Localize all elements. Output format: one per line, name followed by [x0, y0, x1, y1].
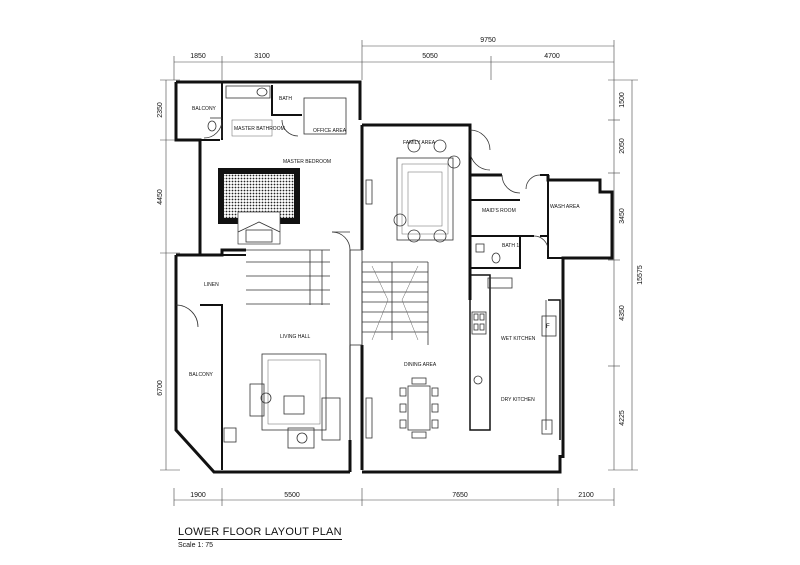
- dimension-lines: [160, 40, 638, 506]
- label-bath-1: BATH 1: [502, 243, 519, 249]
- label-dry-kitchen: DRY KITCHEN: [501, 397, 535, 403]
- dim-bottom-3: 7650: [452, 492, 468, 499]
- label-balcony-left: BALCONY: [189, 372, 214, 378]
- label-bath: BATH: [279, 96, 292, 102]
- label-maids-room: MAID'S ROOM: [482, 208, 516, 214]
- label-wash-area: WASH AREA: [550, 204, 580, 210]
- plan-title: LOWER FLOOR LAYOUT PLAN: [178, 526, 342, 540]
- dim-top-overall: 9750: [480, 37, 496, 44]
- toilet-icon: [207, 120, 217, 132]
- master-bath-fixtures: [207, 85, 347, 137]
- title-block: LOWER FLOOR LAYOUT PLAN Scale 1: 75: [178, 526, 342, 549]
- dim-left-3: 6700: [157, 380, 164, 396]
- dim-right-overall: 15575: [637, 265, 644, 285]
- label-linen: LINEN: [204, 282, 219, 288]
- dim-top-2: 3100: [254, 53, 270, 60]
- label-family-area: FAMILY AREA: [403, 140, 436, 146]
- master-bed: [218, 168, 300, 245]
- label-wet-kitchen: WET KITCHEN: [501, 336, 536, 342]
- dim-right-1: 1500: [619, 92, 626, 108]
- staircase: [246, 249, 429, 346]
- label-living-hall: LIVING HALL: [280, 334, 311, 340]
- plan-scale: Scale 1: 75: [178, 542, 214, 549]
- dim-top-4: 4700: [544, 53, 560, 60]
- label-dining-area: DINING AREA: [404, 362, 437, 368]
- interior-walls: [200, 82, 563, 470]
- label-balcony-top: BALCONY: [192, 106, 217, 112]
- dim-top-3: 5050: [422, 53, 438, 60]
- label-master-bathroom: MASTER BATHROOM: [234, 126, 285, 132]
- doors: [175, 119, 549, 430]
- dim-right-3: 3450: [619, 208, 626, 224]
- dim-right-5: 4225: [619, 410, 626, 426]
- dimension-labels: 9750 1850 3100 5050 4700 1900 5500 7650 …: [157, 37, 644, 499]
- dim-top-1: 1850: [190, 53, 206, 60]
- dim-bottom-2: 5500: [284, 492, 300, 499]
- dim-right-2: 2050: [619, 138, 626, 154]
- living-furniture: [223, 353, 341, 449]
- room-labels: BALCONY BATH MASTER BATHROOM OFFICE AREA…: [189, 96, 580, 403]
- dining-furniture: [365, 377, 439, 439]
- label-fridge: F: [546, 324, 550, 330]
- dim-left-1: 2350: [157, 102, 164, 118]
- label-office-area: OFFICE AREA: [313, 128, 347, 134]
- kitchen-fixtures: [471, 243, 557, 435]
- dim-bottom-4: 2100: [578, 492, 594, 499]
- dim-bottom-1: 1900: [190, 492, 206, 499]
- dim-right-4: 4350: [619, 305, 626, 321]
- outer-walls: [174, 80, 614, 474]
- label-master-bedroom: MASTER BEDROOM: [283, 159, 331, 165]
- dim-left-2: 4450: [157, 189, 164, 205]
- toilet-icon: [491, 252, 501, 264]
- family-area-furniture: [365, 139, 461, 243]
